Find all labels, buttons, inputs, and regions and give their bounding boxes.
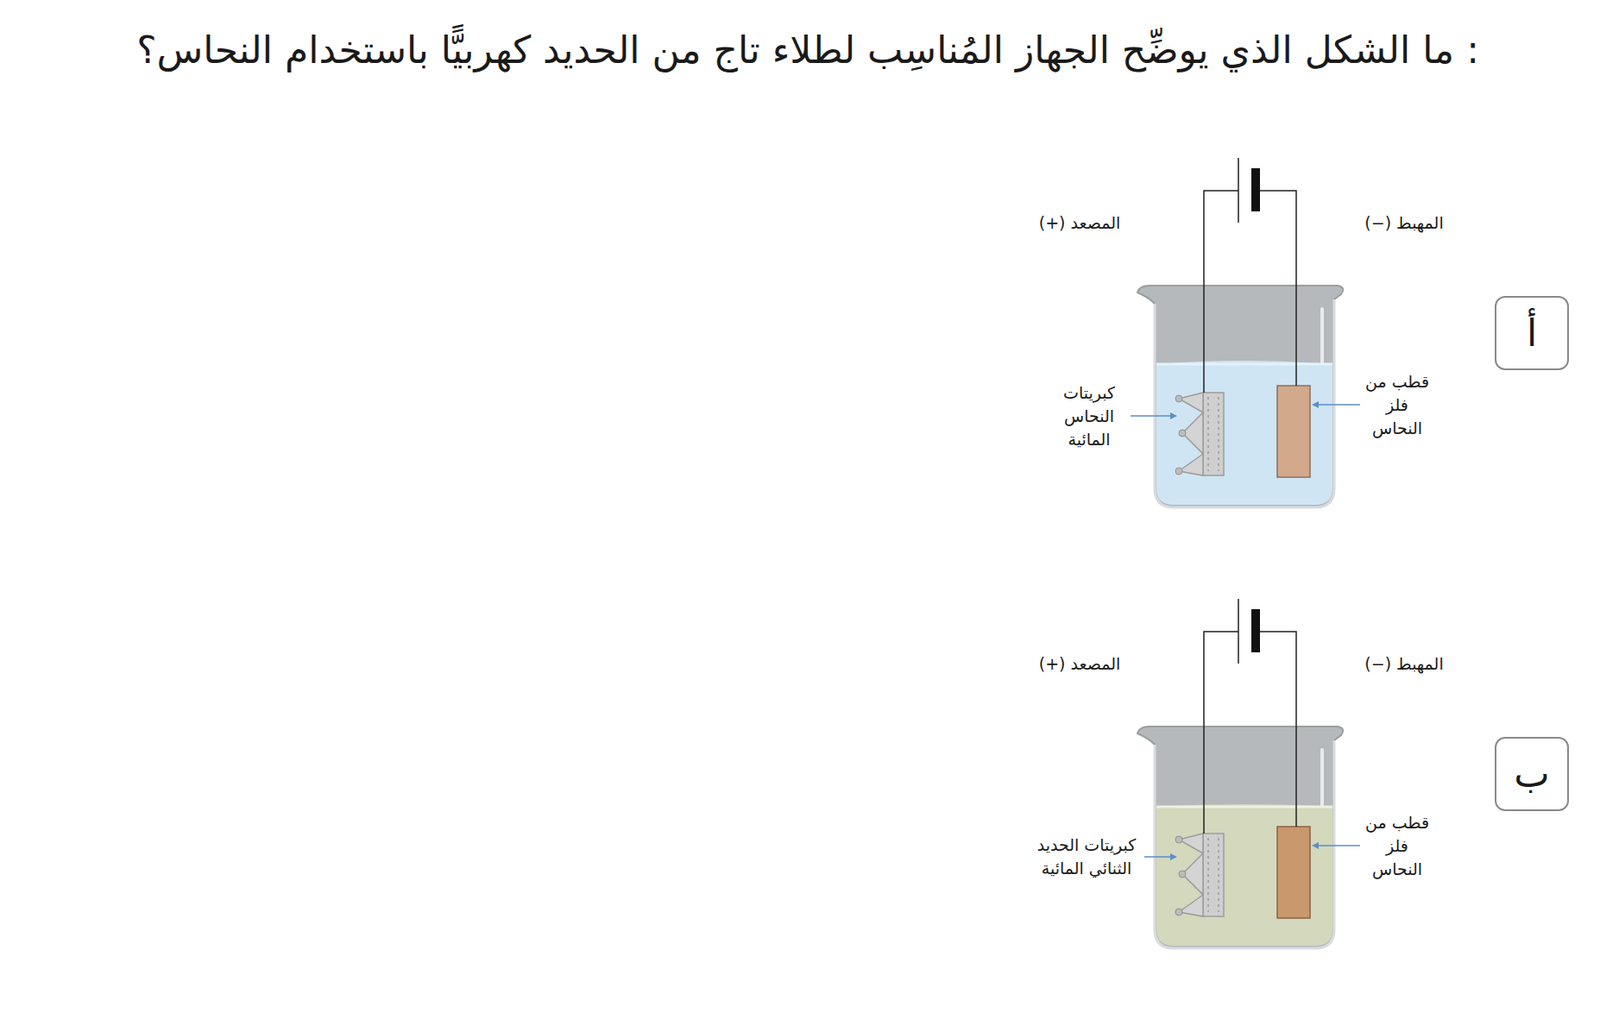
anode-label: المصعد (+) [1019, 211, 1141, 235]
electrode-label: قطب من فلز النحاس [1365, 811, 1430, 882]
electrode-label: قطب من فلز النحاس [1365, 370, 1430, 441]
question-title: : ما الشكل الذي يوضِّح الجهاز المُناسِب … [136, 25, 1480, 75]
cathode-label: المهبط (−) [1343, 652, 1465, 676]
option-letter: أ [1526, 311, 1538, 355]
option-box: ب [1494, 737, 1569, 812]
option-letter: ب [1513, 752, 1550, 796]
electrolyte-label: كبريتات النحاس المائية [1051, 381, 1128, 452]
option-box: أ [1494, 296, 1569, 371]
cathode-label: المهبط (−) [1343, 211, 1465, 235]
anode-label: المصعد (+) [1019, 652, 1141, 676]
electrolyte-label: كبريتات الحديد الثنائي المائية [1033, 833, 1140, 881]
